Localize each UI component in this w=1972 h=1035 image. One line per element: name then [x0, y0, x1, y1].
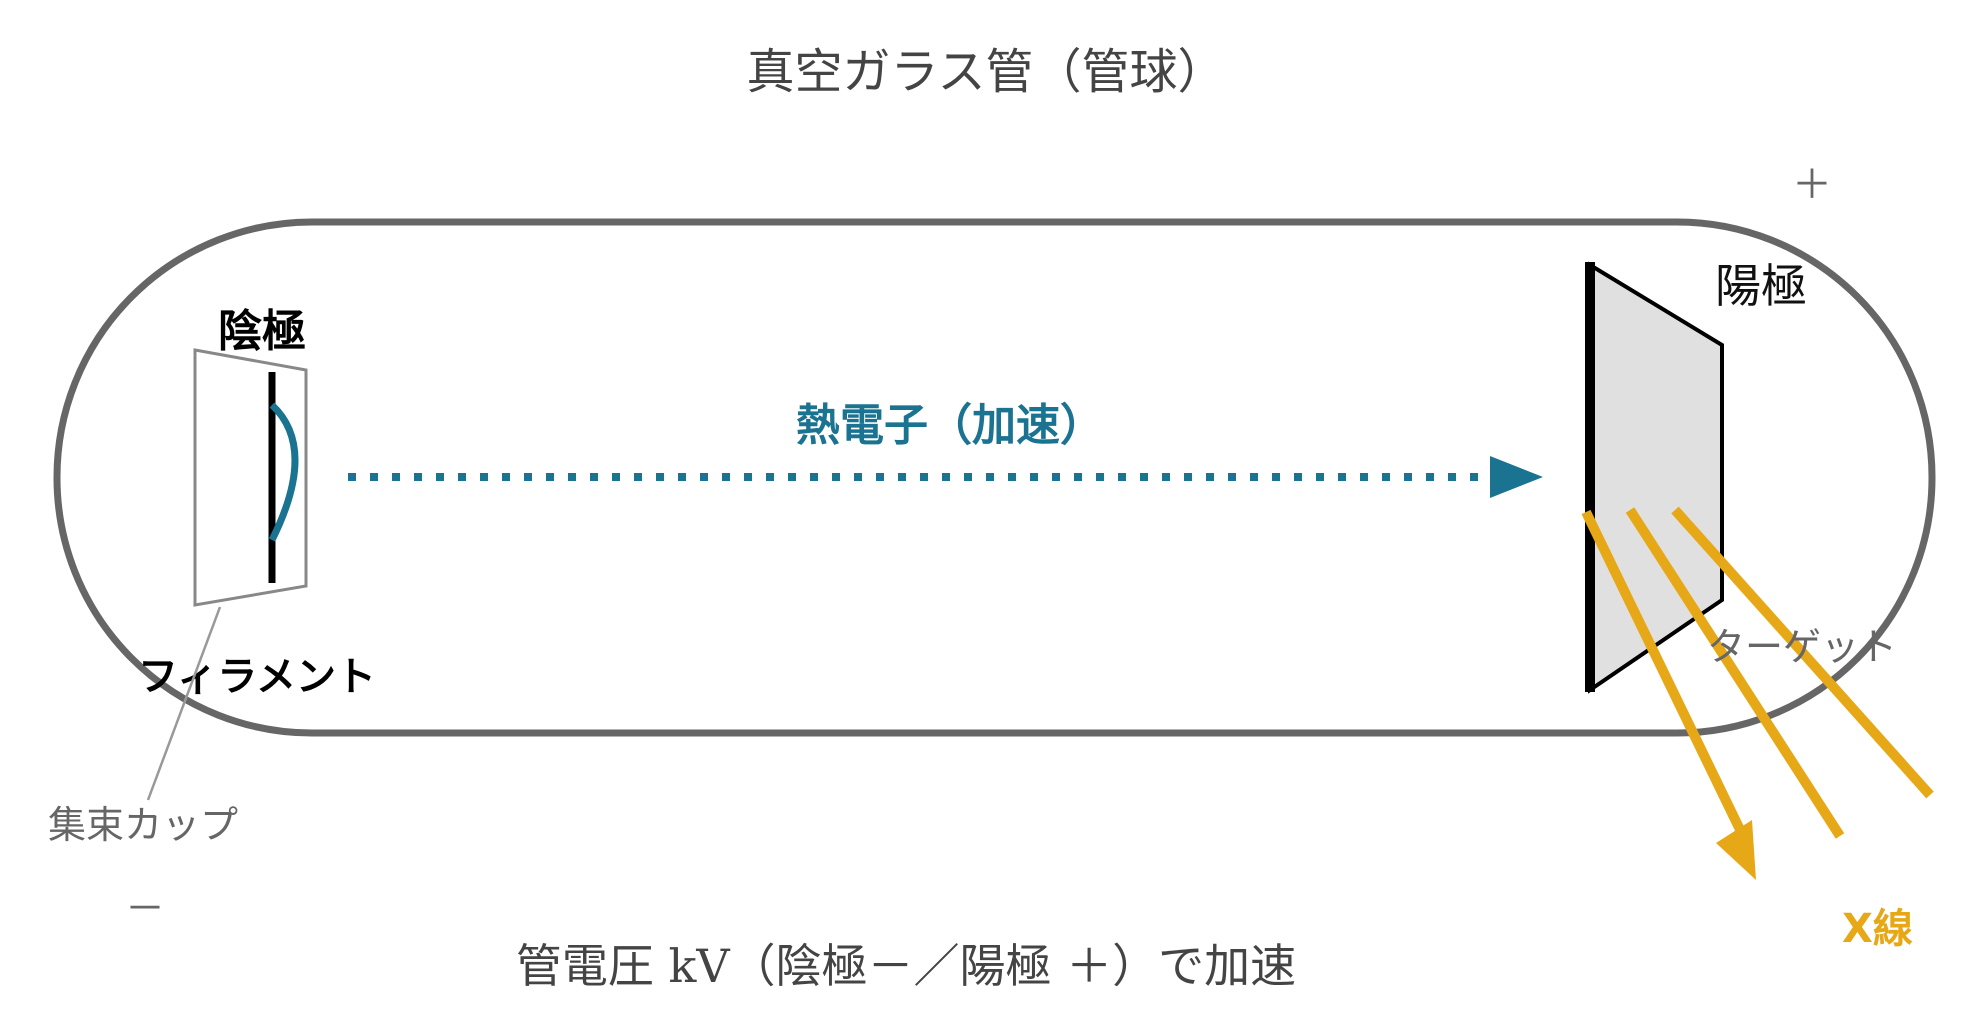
electron-arrowhead	[1490, 456, 1543, 498]
focus-cup-leader-line	[146, 606, 222, 801]
x-ray-label: X線	[1842, 906, 1913, 952]
cathode-label: 陰極	[218, 306, 306, 357]
minus-sign: －	[125, 886, 165, 932]
filament-arc	[268, 402, 299, 542]
x-ray-beam-2	[1625, 507, 1845, 839]
voltage-caption: 管電圧 kV（陰極－／陽極 ＋）で加速	[516, 939, 1296, 993]
x-ray-beam-3	[1671, 506, 1934, 799]
target-label: ターゲット	[1707, 625, 1897, 669]
focus-cup	[193, 348, 308, 607]
x-ray-arrowhead	[1716, 820, 1756, 880]
plus-sign: ＋	[1792, 162, 1832, 208]
vacuum-glass-tube	[53, 218, 1936, 737]
focus-cup-label: 集束カップ	[48, 803, 238, 847]
electron-label: 熱電子（加速）	[796, 400, 1104, 451]
filament-label: フィラメント	[138, 654, 376, 700]
x-ray-beam-1	[1581, 509, 1750, 843]
anode-label: 陽極	[1715, 259, 1807, 313]
diagram-title: 真空ガラス管（管球）	[746, 44, 1225, 100]
